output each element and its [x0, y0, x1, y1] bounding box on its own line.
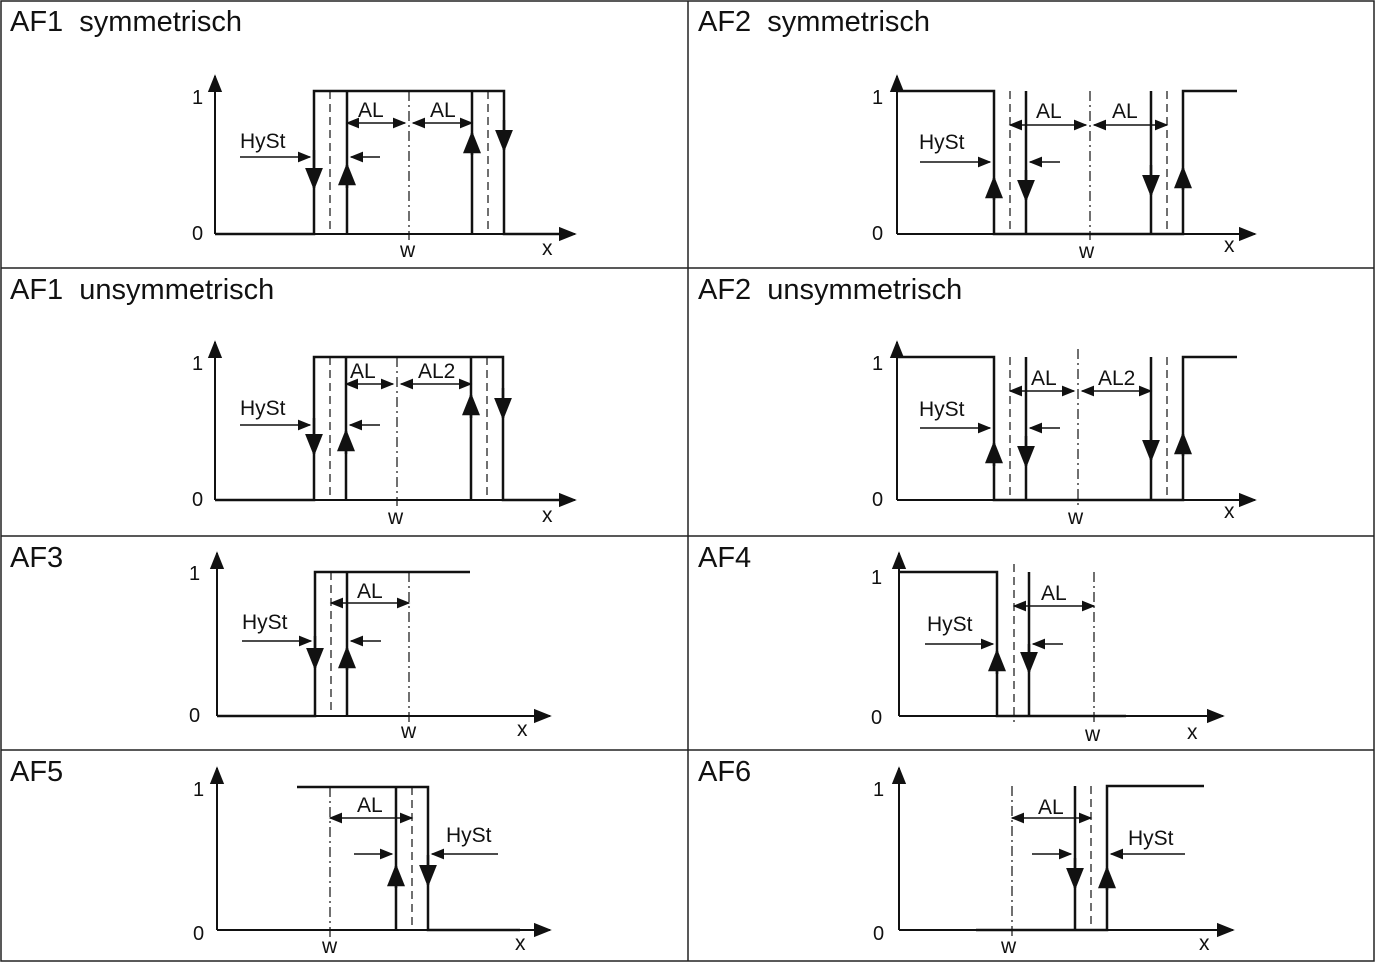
al-label: AL: [357, 580, 383, 603]
setpoint-label: w: [399, 239, 416, 262]
al2-label: AL2: [1098, 367, 1135, 390]
x-axis-label: x: [1224, 500, 1235, 523]
panel-af1-symmetrisch: AF1 symmetrisch 1 0 w x HySt: [0, 0, 688, 268]
panel-title: AF1 unsymmetrisch: [10, 274, 275, 306]
hyst-label: HySt: [240, 130, 286, 153]
y-tick-1: 1: [872, 87, 883, 109]
y-tick-1: 1: [189, 563, 200, 585]
hyst-label: HySt: [919, 398, 965, 421]
panel-title: AF5: [10, 756, 64, 788]
al-label: AL: [358, 99, 384, 122]
curve-outer: [897, 89, 1237, 236]
x-axis-label: x: [515, 932, 526, 955]
panel-af6: AF6 1 0 w x HySt AL: [688, 750, 1375, 962]
al-label: AL: [357, 794, 383, 817]
setpoint-label: w: [1067, 506, 1084, 529]
y-tick-0: 0: [871, 707, 882, 729]
curve-outer: [217, 570, 470, 718]
setpoint-label: w: [387, 506, 404, 529]
y-tick-1: 1: [871, 567, 882, 589]
y-tick-0: 0: [872, 223, 883, 245]
x-axis-label: x: [542, 504, 553, 527]
panel-af2-unsymmetrisch: AF2 unsymmetrisch 1 0 w x HySt AL: [688, 268, 1375, 536]
x-axis-label: x: [1224, 234, 1235, 257]
al-label: AL: [1031, 367, 1057, 390]
x-axis-label: x: [542, 237, 553, 260]
setpoint-label: w: [1078, 240, 1095, 263]
y-tick-0: 0: [189, 705, 200, 727]
hyst-label: HySt: [240, 397, 286, 420]
panel-title: AF2 symmetrisch: [698, 6, 931, 38]
x-axis-label: x: [1199, 932, 1210, 955]
y-tick-1: 1: [873, 779, 884, 801]
panel-title: AF6: [698, 756, 752, 788]
curve-outer: [976, 784, 1204, 932]
panel-af5: AF5 1 0 w x HySt AL: [0, 750, 688, 962]
hyst-label: HySt: [242, 611, 288, 634]
panel-af2-symmetrisch: AF2 symmetrisch 1 0 w x HySt AL: [688, 0, 1375, 268]
setpoint-label: w: [400, 720, 417, 743]
panel-af3: AF3 1 0 w x HySt AL: [0, 536, 688, 750]
al2-label: AL2: [418, 360, 455, 383]
y-tick-0: 0: [192, 489, 203, 511]
hyst-label: HySt: [927, 613, 973, 636]
setpoint-label: w: [1000, 935, 1017, 958]
hyst-label: HySt: [919, 131, 965, 154]
y-tick-1: 1: [192, 353, 203, 375]
y-tick-0: 0: [872, 489, 883, 511]
hyst-label: HySt: [1128, 827, 1174, 850]
panel-af1-unsymmetrisch: AF1 unsymmetrisch 1 0 w x HySt AL: [0, 268, 688, 536]
al-label: AL: [350, 360, 376, 383]
y-tick-1: 1: [193, 779, 204, 801]
panel-title: AF2 unsymmetrisch: [698, 274, 963, 306]
al-label: AL: [1036, 100, 1062, 123]
panel-title: AF1 symmetrisch: [10, 6, 243, 38]
setpoint-label: w: [321, 935, 338, 958]
y-tick-1: 1: [192, 87, 203, 109]
panel-af4: AF4 1 0 w x HySt AL: [688, 536, 1375, 750]
x-axis-label: x: [517, 718, 528, 741]
curve-outer: [897, 355, 1237, 502]
x-axis-label: x: [1187, 721, 1198, 744]
y-tick-0: 0: [192, 223, 203, 245]
curve-outer: [899, 570, 1126, 718]
hyst-label: HySt: [446, 824, 492, 847]
curve-outer: [215, 355, 560, 502]
y-tick-1: 1: [872, 353, 883, 375]
y-tick-0: 0: [873, 923, 884, 945]
panel-title: AF3: [10, 542, 64, 574]
al-label: AL: [1038, 796, 1064, 819]
setpoint-label: w: [1084, 723, 1101, 746]
al-label-2: AL: [430, 99, 456, 122]
al-label-2: AL: [1112, 100, 1138, 123]
curve-outer: [215, 89, 560, 236]
al-label: AL: [1041, 582, 1067, 605]
panel-title: AF4: [698, 542, 752, 574]
y-tick-0: 0: [193, 923, 204, 945]
